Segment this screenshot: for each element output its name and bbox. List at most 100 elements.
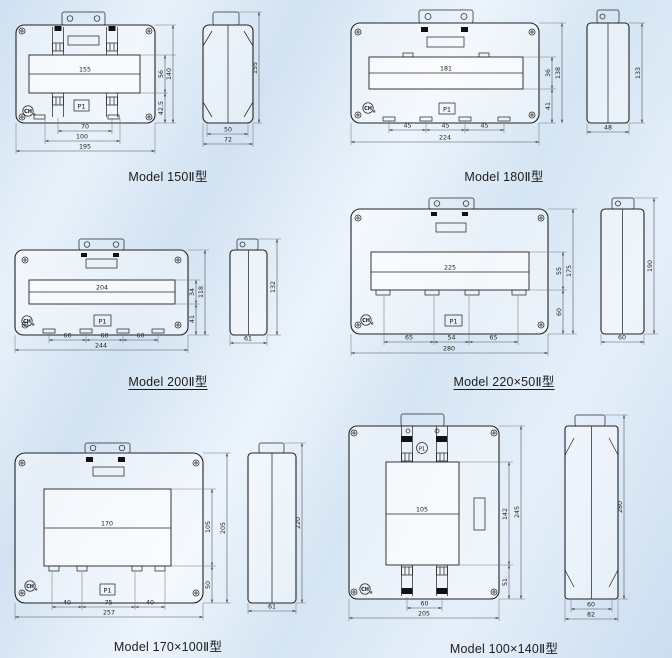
model-200-caption: Model 200Ⅱ型: [128, 375, 208, 389]
dim-label: 175: [566, 265, 573, 277]
side-view: 190 60: [600, 197, 658, 345]
dim-label: 45: [403, 123, 411, 130]
dimensions: 65 54 65 280 55 60 175: [350, 208, 577, 356]
side-view: 155 50 72: [202, 11, 262, 147]
dim-label: 45: [441, 123, 449, 130]
dim-label: 155: [79, 67, 91, 74]
model-220x50-drawing: 225 P1 65 54 65 280 55 60 175 190 60: [350, 197, 658, 356]
dim-label: 41: [189, 315, 196, 323]
dim-label: 56: [158, 70, 165, 78]
dim-label: 190: [647, 260, 654, 272]
model-220x50-cell: 225 P1 65 54 65 280 55 60 175 190 60 Mod…: [336, 195, 672, 400]
window-opening: [385, 461, 460, 566]
p1-marking-circle: [416, 442, 428, 454]
dim-label: 224: [439, 135, 451, 142]
side-view: 220 61: [247, 442, 306, 614]
dim-label: 54: [447, 335, 455, 342]
window-opening: [370, 251, 530, 291]
dimensions: 45 45 45 224 36 41 138: [350, 22, 566, 145]
p1-label: P1: [449, 318, 457, 326]
side-view: 280 60 82: [564, 414, 628, 622]
dim-label: 65: [405, 335, 413, 342]
mounting-bracket: [418, 9, 474, 24]
front-view: 225 P1 65 54 65 280 55 60 175: [350, 197, 577, 356]
dim-label: 70: [81, 124, 89, 131]
model-200-drawing: 204 P1 60 60 60 244 34 41 118 132 61: [14, 238, 281, 353]
dimensions: 60 60 60 244 34 41 118: [14, 249, 209, 353]
dim-label: 100: [76, 134, 88, 141]
dim-label: 60: [556, 308, 563, 316]
side-slot: [473, 497, 486, 531]
dim-label: 205: [220, 522, 227, 534]
dim-label: 51: [502, 578, 509, 586]
dim-label: 50: [224, 127, 232, 134]
p1-marking-box: [99, 583, 116, 596]
dim-label: 42.5: [158, 101, 165, 115]
dim-label: 138: [555, 67, 562, 79]
dimensions: 40 75 40 257 105 50 205: [14, 452, 231, 620]
model-100x140-cell: P1 105 60 205 142 51 245: [336, 400, 672, 658]
dim-label: 40: [146, 600, 154, 607]
dim-label: 82: [587, 612, 595, 619]
mounting-bracket: [400, 413, 445, 427]
model-170x100-drawing: 170 P1 40 75 40 257 105 50 205 220 61: [14, 442, 306, 620]
dim-label: 72: [224, 137, 232, 144]
p1-marking-box: [444, 314, 463, 327]
dim-label: 45: [480, 123, 488, 130]
model-100x140-caption: Model 100×140Ⅱ型: [449, 642, 559, 656]
dim-label: 170: [101, 521, 113, 528]
dim-label: 60: [100, 333, 108, 340]
nameplate: [85, 258, 118, 269]
dim-label: 244: [95, 343, 107, 350]
p1-label: P1: [98, 318, 106, 326]
model-220x50-caption: Model 220×50Ⅱ型: [453, 375, 555, 389]
model-200-cell: 204 P1 60 60 60 244 34 41 118 132 61 Mod…: [0, 195, 336, 400]
dim-label: 60: [587, 602, 595, 609]
p1-label: P1: [103, 587, 111, 595]
mounting-bracket: [78, 238, 125, 251]
dim-label: 280: [443, 346, 455, 353]
mounting-bracket: [428, 197, 475, 210]
dim-label: 133: [635, 67, 642, 79]
dimensions: 70 100 195 56 42.5 140: [15, 24, 176, 154]
dim-label: 245: [514, 506, 521, 518]
window-opening: [43, 488, 172, 567]
dim-label: 60: [618, 335, 626, 342]
dim-label: 61: [268, 604, 276, 611]
dim-label: 225: [444, 265, 456, 272]
model-150-drawing: 155 P1 70 100 195 56 42.5 140: [15, 11, 262, 154]
dim-label: 41: [545, 102, 552, 110]
dimensions: 60 205 142 51 245: [348, 425, 525, 621]
p1-marking-box: [73, 99, 90, 112]
front-view: 204 P1 60 60 60 244 34 41 118: [14, 238, 209, 353]
p1-label: P1: [419, 447, 425, 453]
dim-label: 140: [166, 68, 173, 80]
dim-label: 36: [545, 69, 552, 77]
front-view: 170 P1 40 75 40 257 105 50 205: [14, 442, 231, 620]
dim-label: 181: [440, 66, 452, 73]
terminals: [401, 426, 448, 596]
dim-label: 257: [103, 610, 115, 617]
dim-label: 75: [104, 600, 112, 607]
nameplate: [435, 222, 467, 233]
dim-label: 220: [295, 517, 302, 529]
dim-label: 55: [556, 267, 563, 275]
dim-label: 105: [416, 507, 428, 514]
nameplate: [426, 36, 465, 48]
model-180-caption: Model 180Ⅱ型: [464, 170, 544, 184]
p1-label: P1: [77, 103, 85, 111]
model-150-cell: 155 P1 70 100 195 56 42.5 140: [0, 0, 336, 195]
dim-label: 195: [79, 144, 91, 151]
dim-label: 132: [270, 281, 277, 293]
front-view: 181 P1 45 45 45 224 36 41 138: [350, 9, 566, 145]
dim-label: 50: [205, 581, 212, 589]
model-180-drawing: 181 P1 45 45 45 224 36 41 138 133 48: [350, 9, 645, 145]
dim-label: 40: [63, 600, 71, 607]
terminals: [52, 26, 118, 117]
model-170x100-cell: 170 P1 40 75 40 257 105 50 205 220 61 Mo…: [0, 400, 336, 658]
side-view: 132 61: [229, 238, 281, 346]
front-view: P1 105 60 205 142 51 245: [348, 413, 525, 621]
p1-marking-box: [438, 102, 456, 115]
model-170x100-caption: Model 170×100Ⅱ型: [113, 640, 223, 654]
dim-label: 205: [418, 611, 430, 618]
